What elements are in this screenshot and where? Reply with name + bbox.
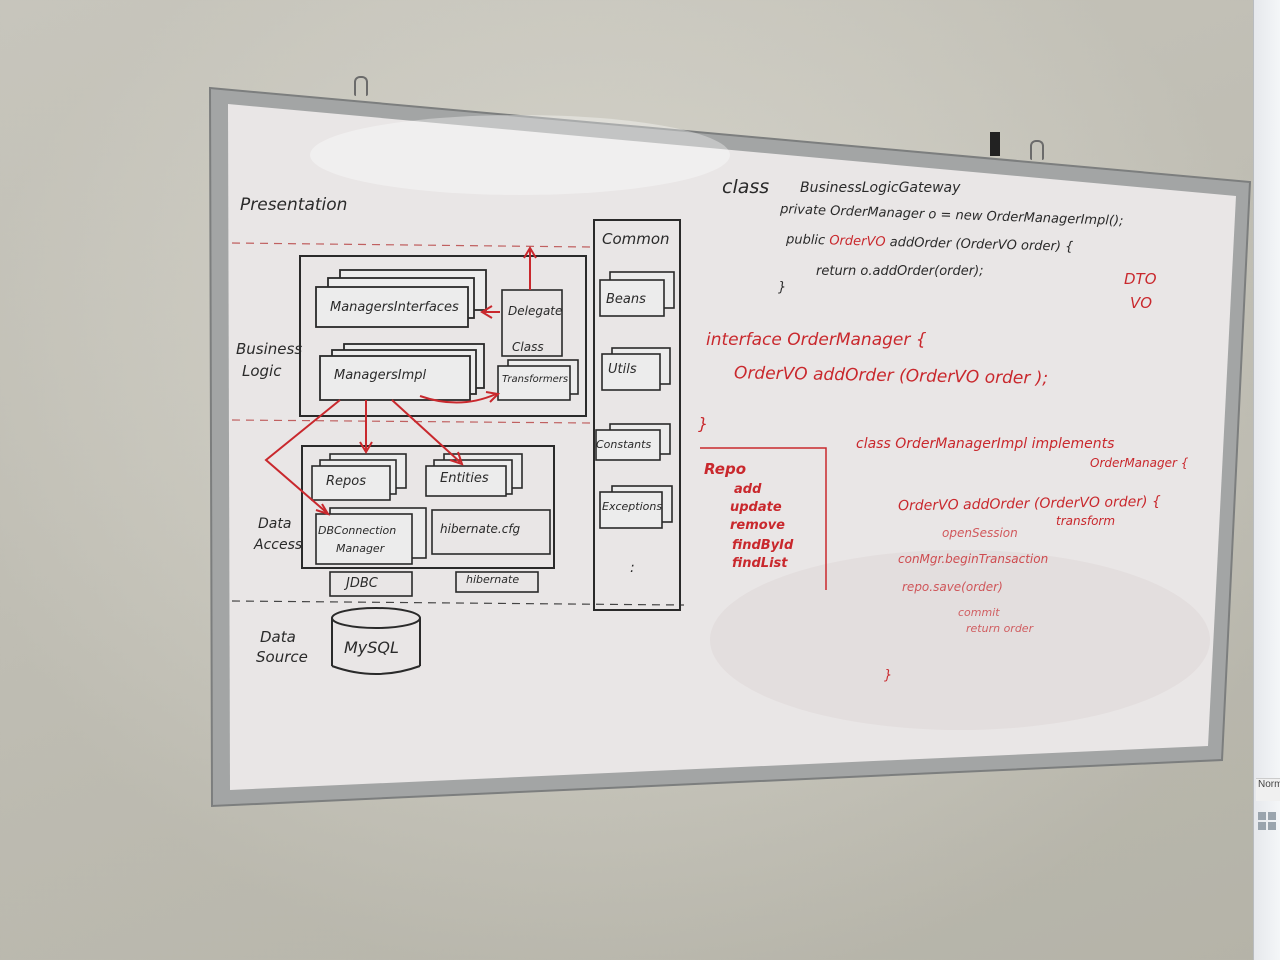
- windows-logo-icon: [1258, 812, 1276, 830]
- code-gateway-name: BusinessLogicGateway: [800, 180, 961, 196]
- label-data-access-1: Data: [258, 516, 292, 532]
- common-item-exceptions: Exceptions: [602, 500, 663, 513]
- repo-method-update: update: [730, 500, 782, 515]
- code-impl-begin-transaction: conMgr.beginTransaction: [898, 552, 1049, 566]
- note-dto: DTO: [1124, 270, 1157, 288]
- box-entities: Entities: [440, 471, 489, 486]
- box-managers-impl: ManagersImpl: [334, 368, 427, 383]
- code-impl-transform: transform: [1056, 514, 1116, 528]
- code-impl-save: repo.save(order): [902, 580, 1003, 594]
- code-impl-open-session: openSession: [942, 526, 1018, 540]
- repo-method-remove: remove: [730, 518, 785, 533]
- code-class-keyword: class: [722, 176, 770, 198]
- mysql-cylinder: [331, 607, 421, 675]
- label-data-source-2: Source: [256, 648, 308, 666]
- repo-method-add: add: [734, 482, 762, 497]
- box-managers-interfaces: ManagersInterfaces: [330, 300, 459, 315]
- repo-title: Repo: [704, 460, 747, 478]
- label-data-access-2: Access: [254, 537, 303, 553]
- label-logic: Logic: [242, 362, 282, 380]
- repo-bracket: [700, 447, 827, 590]
- box-hibernate-cfg: hibernate.cfg: [440, 522, 521, 536]
- managers-interfaces-box: [315, 269, 487, 328]
- box-repos: Repos: [326, 474, 367, 489]
- red-arrows: [264, 246, 537, 516]
- label-business: Business: [236, 340, 303, 358]
- box-delegate: Delegate: [508, 304, 563, 318]
- layer-separators: [231, 242, 685, 606]
- code-interface-close: }: [698, 414, 709, 433]
- code-ordervo-red: OrderVO: [829, 233, 886, 250]
- delegate-class-box: [501, 289, 563, 357]
- code-impl-line2: OrderManager {: [1090, 456, 1189, 470]
- wall-hook-right: [1030, 140, 1044, 160]
- box-mysql: MySQL: [344, 638, 399, 657]
- marker-pen: [990, 132, 1000, 156]
- common-item-utils: Utils: [608, 362, 637, 377]
- repo-method-findlist: findList: [732, 556, 788, 571]
- business-logic-container: [299, 255, 587, 417]
- box-transformers: Transformers: [502, 374, 569, 385]
- code-gateway-close: }: [778, 280, 787, 295]
- smudge: [710, 550, 1210, 730]
- code-impl-commit: commit: [958, 606, 1000, 619]
- managers-impl-box: [319, 343, 485, 401]
- code-impl-close: }: [884, 668, 893, 683]
- common-boxes: [595, 271, 675, 529]
- label-data-source-1: Data: [260, 628, 296, 646]
- repos-box: [311, 453, 407, 501]
- code-public-kw: public: [785, 232, 826, 249]
- hibernate-box: [455, 571, 539, 593]
- monitor-edge: Normal te: [1253, 0, 1280, 960]
- code-interface-line: interface OrderManager {: [706, 330, 927, 350]
- common-item-constants: Constants: [596, 438, 652, 451]
- status-text: Normal te: [1256, 778, 1280, 801]
- dbconnection-manager-box: [315, 507, 427, 565]
- box-dbconnection: DBConnection: [318, 524, 397, 537]
- common-column: [593, 219, 681, 611]
- label-presentation: Presentation: [240, 195, 348, 215]
- code-gateway-line3: return o.addOrder(order);: [816, 264, 984, 279]
- note-vo: VO: [1130, 294, 1153, 312]
- box-dbconnection-manager: Manager: [336, 542, 385, 555]
- wall-hook-left: [354, 76, 368, 96]
- common-title: Common: [602, 230, 670, 248]
- repo-method-findbyid: findById: [732, 538, 794, 553]
- common-ellipsis: :: [630, 560, 635, 576]
- jdbc-box: [329, 571, 413, 597]
- hibernate-cfg-box: [431, 509, 551, 555]
- code-impl-return: return order: [966, 622, 1034, 635]
- box-jdbc: JDBC: [346, 576, 378, 591]
- glare: [310, 115, 730, 195]
- box-hibernate: hibernate: [466, 573, 520, 586]
- common-item-beans: Beans: [606, 292, 646, 307]
- data-access-container: [301, 445, 555, 569]
- box-class: Class: [512, 340, 544, 354]
- transformers-box: [497, 359, 579, 401]
- code-impl-line1: class OrderManagerImpl implements: [856, 436, 1115, 452]
